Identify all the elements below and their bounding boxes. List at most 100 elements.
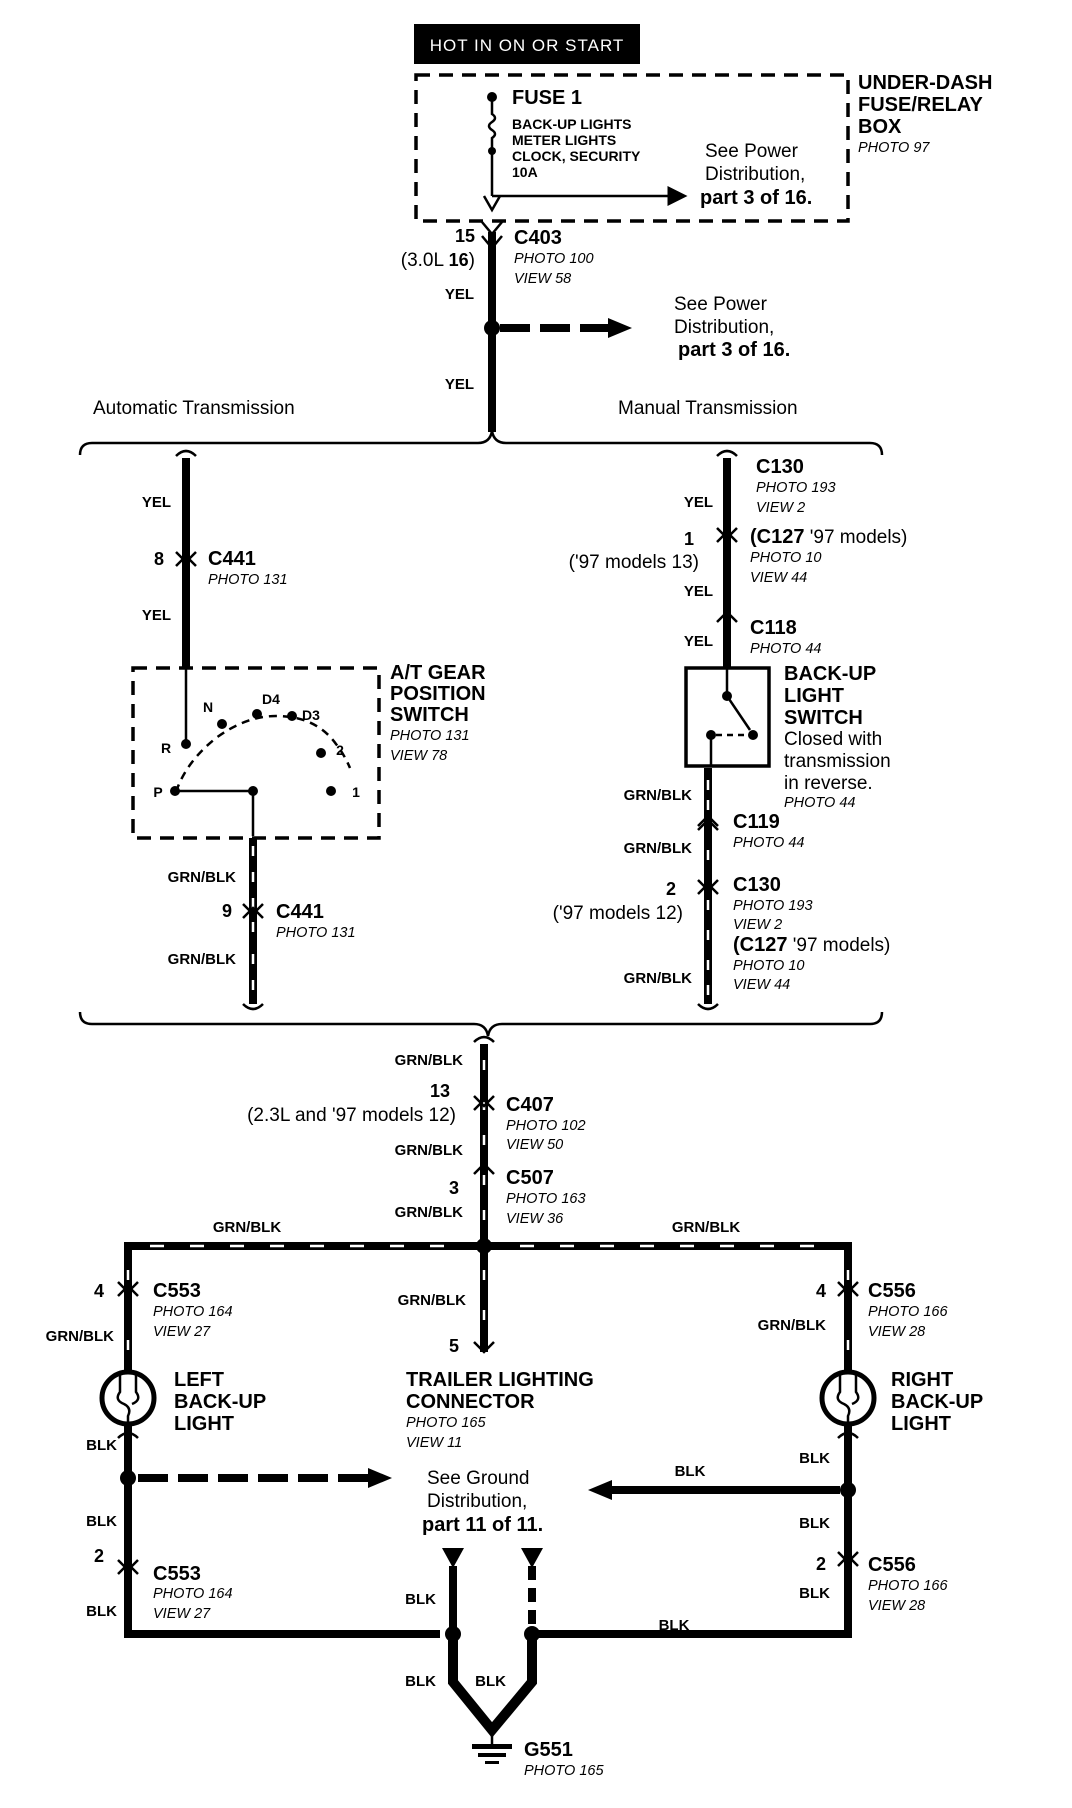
c441-top-photo: PHOTO 131 [208, 572, 288, 588]
c130-bottom-alt: ('97 models 12) [553, 903, 683, 924]
diagram-label: (C127 '97 models) [750, 526, 907, 548]
see-power-2-line3: part 3 of 16. [678, 339, 790, 361]
c127-top-pin: 1 [684, 529, 694, 549]
left-light-name-2: BACK-UP [174, 1391, 266, 1413]
see-ground-line2: Distribution, [427, 1491, 527, 1512]
c127-bottom-photo: PHOTO 10 [733, 958, 804, 974]
bul-switch-name-3: SWITCH [784, 707, 863, 729]
trailer-name-2: CONNECTOR [406, 1391, 535, 1413]
c119-name: C119 [733, 811, 780, 833]
c556-bottom-name: C556 [868, 1554, 916, 1576]
c441-top-name: C441 [208, 548, 256, 570]
c130-bottom-name: C130 [733, 874, 781, 896]
at-switch-name-2: POSITION [390, 683, 486, 705]
diagram-label: GRN/BLK [46, 1328, 114, 1345]
c556-bottom-photo: PHOTO 166 [868, 1578, 948, 1594]
fuse-1-label: FUSE 1 [512, 87, 582, 109]
at-switch-name-3: SWITCH [390, 704, 469, 726]
right-light-name-1: RIGHT [891, 1369, 953, 1391]
diagram-label: GRN/BLK [758, 1317, 826, 1334]
diagram-label: BLK [799, 1585, 830, 1602]
diagram-label: BLK [799, 1450, 830, 1467]
automatic-transmission-label: Automatic Transmission [93, 398, 295, 419]
c507-view: VIEW 36 [506, 1211, 564, 1227]
c553-bottom-pin: 2 [94, 1546, 104, 1566]
bul-switch-desc-2: transmission [784, 751, 891, 772]
trailer-view: VIEW 11 [406, 1435, 462, 1451]
diagram-label: BLK [86, 1603, 117, 1620]
diagram-label: 1 [352, 784, 360, 800]
diagram-label: (C127 '97 models) [733, 934, 890, 956]
c119-photo: PHOTO 44 [733, 835, 804, 851]
diagram-label: YEL [142, 607, 171, 624]
see-ground-line1: See Ground [427, 1468, 529, 1489]
c407-pin: 13 [430, 1081, 450, 1101]
diagram-label: YEL [684, 494, 713, 511]
diagram-label: GRN/BLK [672, 1219, 740, 1236]
diagram-label: YEL [684, 583, 713, 600]
c127-top-alt: ('97 models 13) [569, 552, 699, 573]
c130-bottom-pin: 2 [666, 879, 676, 899]
diagram-label: P [153, 784, 162, 800]
diagram-label: (3.0L 16) [401, 250, 475, 271]
c556-top-photo: PHOTO 166 [868, 1304, 948, 1320]
c118-name: C118 [750, 617, 797, 639]
c556-bottom-view: VIEW 28 [868, 1598, 925, 1614]
hot-label: HOT IN ON OR START [430, 36, 625, 55]
c553-bottom-photo: PHOTO 164 [153, 1586, 233, 1602]
c407-alt: (2.3L and '97 models 12) [247, 1105, 456, 1126]
c556-bottom-pin: 2 [816, 1554, 826, 1574]
diagram-label: D3 [302, 707, 320, 723]
diagram-label: BLK [86, 1437, 117, 1454]
bul-switch-desc-3: in reverse. [784, 773, 873, 794]
at-switch-view: VIEW 78 [390, 748, 447, 764]
c553-top-pin: 4 [94, 1281, 104, 1301]
c407-view: VIEW 50 [506, 1137, 563, 1153]
right-splice-blk [840, 1482, 856, 1498]
diagram-label: BLK [475, 1673, 506, 1690]
c130-top-view: VIEW 2 [756, 500, 805, 516]
diagram-label: GRN/BLK [395, 1204, 463, 1221]
see-ground-line3: part 11 of 11. [422, 1514, 543, 1536]
fuse-circuit-2: METER LIGHTS [512, 132, 616, 148]
bul-switch-name-1: BACK-UP [784, 663, 876, 685]
diagram-label: BLK [659, 1617, 690, 1634]
splice-yel [484, 320, 500, 336]
c556-top-name: C556 [868, 1280, 916, 1302]
c553-bottom-name: C553 [153, 1563, 201, 1585]
c553-bottom-view: VIEW 27 [153, 1606, 211, 1622]
c441-bottom-pin: 9 [222, 901, 232, 921]
c441-bottom-name: C441 [276, 901, 324, 923]
diagram-label: GRN/BLK [168, 951, 236, 968]
c553-top-view: VIEW 27 [153, 1324, 211, 1340]
c130-bottom-photo: PHOTO 193 [733, 898, 813, 914]
diagram-label: YEL [445, 376, 474, 393]
trailer-photo: PHOTO 165 [406, 1415, 486, 1431]
c127-top-view: VIEW 44 [750, 570, 807, 586]
see-power-1-line3: part 3 of 16. [700, 187, 812, 209]
fuse-circuit-1: BACK-UP LIGHTS [512, 116, 632, 132]
fuse-relay-box-outline [414, 73, 850, 223]
left-light-name-1: LEFT [174, 1369, 224, 1391]
diagram-label: GRN/BLK [624, 840, 692, 857]
fusebox-name-1: UNDER-DASH [858, 72, 992, 94]
left-splice-blk [120, 1470, 136, 1486]
diagram-label: GRN/BLK [398, 1292, 466, 1309]
at-switch-photo: PHOTO 131 [390, 728, 470, 744]
c441-top-pin: 8 [154, 549, 164, 569]
diagram-label: BLK [405, 1673, 436, 1690]
c130-top-name: C130 [756, 456, 804, 478]
hot-label-box: HOT IN ON OR START [414, 24, 640, 64]
fuse-rating: 10A [512, 164, 538, 180]
fusebox-name-3: BOX [858, 116, 902, 138]
diagram-label: BLK [675, 1463, 706, 1480]
c441-bottom-photo: PHOTO 131 [276, 925, 356, 941]
diagram-label: BLK [405, 1591, 436, 1608]
diagram-label: BLK [86, 1513, 117, 1530]
c407-photo: PHOTO 102 [506, 1118, 586, 1134]
left-blk-wire [124, 1424, 440, 1638]
c556-top-pin: 4 [816, 1281, 826, 1301]
diagram-label: GRN/BLK [168, 869, 236, 886]
left-light-name-3: LIGHT [174, 1413, 234, 1435]
diagram-label: GRN/BLK [395, 1052, 463, 1069]
